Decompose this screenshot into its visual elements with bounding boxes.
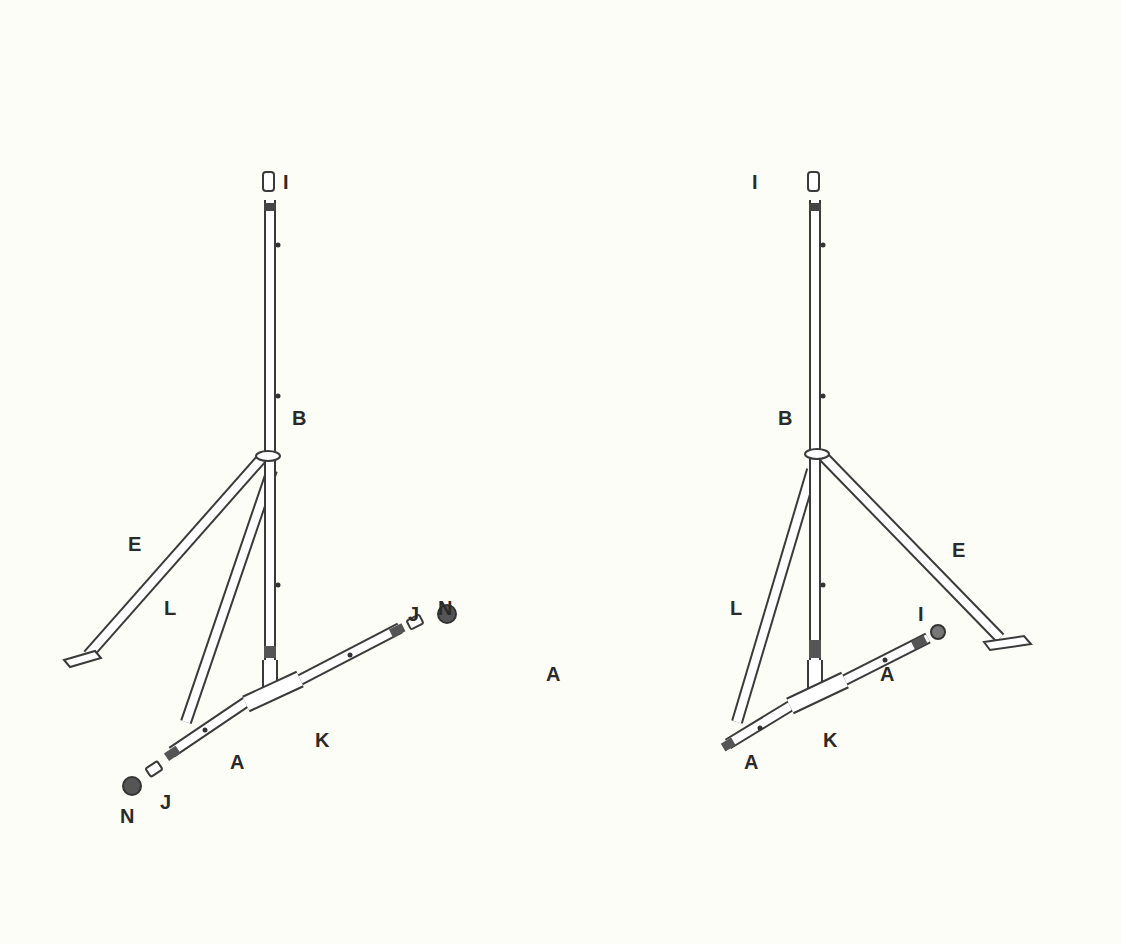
part-letter: E — [128, 534, 141, 554]
part-letter: L — [164, 598, 176, 618]
part-letter: K — [315, 730, 329, 750]
part-letter: I — [918, 604, 924, 624]
right-stand — [721, 172, 1031, 751]
part-letter: L — [730, 598, 742, 618]
part-letter: B — [292, 408, 306, 428]
part-letter: B — [778, 408, 792, 428]
part-letter: A — [744, 752, 758, 772]
part-letter: I — [752, 172, 758, 192]
part-letter: A — [230, 752, 244, 772]
part-letter: J — [160, 792, 171, 812]
part-letter: E — [952, 540, 965, 560]
part-letter: J — [408, 604, 419, 624]
left-stand — [64, 172, 456, 795]
part-letter: A — [880, 664, 894, 684]
part-letter: N — [120, 806, 134, 826]
part-letter: A — [546, 664, 560, 684]
part-letter: N — [438, 598, 452, 618]
part-letter: I — [283, 172, 289, 192]
part-letter: K — [823, 730, 837, 750]
